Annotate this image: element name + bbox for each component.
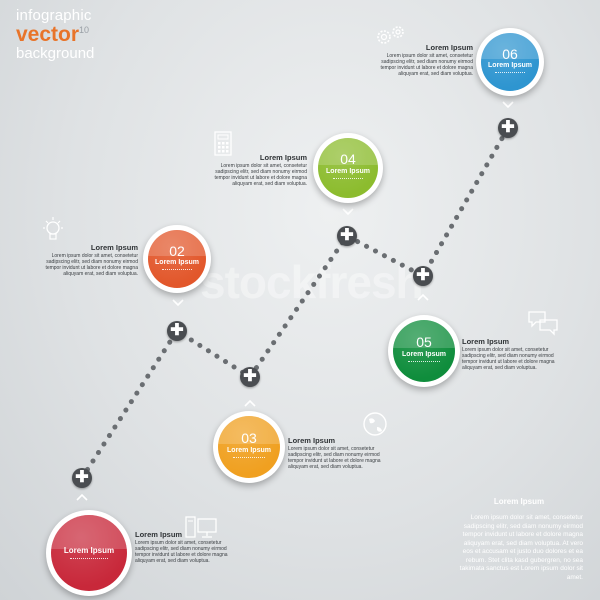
caret-down-icon-4 (342, 208, 354, 216)
speech-bubbles-icon (528, 311, 558, 336)
step-6-dots (495, 71, 525, 73)
brand-line-2: vector10 (16, 22, 94, 46)
summary-paragraph: Lorem Ipsum Lorem ipsum dolor sit amet, … (455, 497, 583, 582)
caret-down-icon-6 (502, 101, 514, 109)
step-1-fill (51, 515, 127, 591)
brand-vector-word: vector (16, 22, 80, 46)
step-4-fill (318, 138, 378, 198)
lightbulb-icon (43, 217, 63, 240)
text-block-3-body: Lorem ipsum dolor sit amet, consetetur s… (288, 446, 381, 470)
step-1-caption: Lorem Ipsum (63, 546, 115, 556)
step-circle-2[interactable]: 02 Lorem Ipsum (143, 225, 211, 293)
step-4-dots (332, 177, 364, 179)
calculator-icon (214, 131, 232, 156)
text-block-2: Lorem Ipsum Lorem ipsum dolor sit amet, … (38, 243, 138, 277)
step-3-caption: Lorem Ipsum (227, 447, 271, 454)
text-block-5-heading: Lorem Ipsum (462, 337, 510, 346)
plus-node-2[interactable]: ✚ (167, 321, 187, 341)
caret-up-icon-1 (76, 493, 88, 501)
text-block-6: Lorem Ipsum Lorem ipsum dolor sit amet, … (373, 43, 473, 77)
step-1-dots (70, 558, 108, 560)
step-6-fill (481, 33, 539, 91)
step-circle-5[interactable]: 05 Lorem Ipsum (388, 315, 460, 387)
text-block-5-body: Lorem ipsum dolor sit amet, consetetur s… (462, 347, 555, 371)
step-5-dots (408, 361, 440, 363)
step-6-caption: Lorem Ipsum (488, 62, 532, 69)
text-block-6-heading: Lorem Ipsum (425, 43, 473, 52)
text-block-1: Lorem Ipsum Lorem ipsum dolor sit amet, … (135, 530, 235, 564)
dotted-trend-line (79, 125, 511, 481)
plus-node-6[interactable]: ✚ (498, 118, 518, 138)
globe-icon (363, 412, 387, 436)
step-6-number: 06 (502, 45, 518, 62)
plus-node-1[interactable]: ✚ (72, 468, 92, 488)
text-block-2-heading: Lorem Ipsum (90, 243, 138, 252)
step-3-number: 03 (241, 429, 257, 446)
step-circle-1[interactable]: Lorem Ipsum (46, 510, 132, 596)
brand-superscript: 10 (79, 24, 90, 35)
watermark: stockfresh (200, 256, 424, 308)
gears-icon (377, 26, 404, 44)
text-block-4-heading: Lorem Ipsum (259, 153, 307, 162)
text-block-6-body: Lorem ipsum dolor sit amet, consetetur s… (380, 53, 473, 77)
text-block-1-heading: Lorem Ipsum (135, 530, 183, 539)
brand-line-1: infographic (16, 7, 92, 24)
text-block-3: Lorem Ipsum Lorem ipsum dolor sit amet, … (288, 436, 388, 470)
summary-heading: Lorem Ipsum (493, 497, 545, 506)
step-circle-3[interactable]: 03 Lorem Ipsum (213, 411, 285, 483)
step-4-number: 04 (340, 151, 356, 168)
step-2-caption: Lorem Ipsum (155, 259, 199, 266)
step-2-dots (162, 268, 192, 270)
computer-icon (185, 516, 217, 538)
step-4-caption: Lorem Ipsum (326, 168, 370, 175)
caret-down-icon-2 (172, 299, 184, 307)
text-block-1-body: Lorem ipsum dolor sit amet, consetetur s… (135, 540, 228, 564)
plus-node-3[interactable]: ✚ (240, 367, 260, 387)
text-block-2-body: Lorem ipsum dolor sit amet, consetetur s… (45, 253, 138, 277)
plus-node-5[interactable]: ✚ (413, 266, 433, 286)
text-block-3-heading: Lorem Ipsum (288, 436, 336, 445)
step-3-dots (233, 457, 265, 459)
text-block-5: Lorem Ipsum Lorem ipsum dolor sit amet, … (462, 337, 562, 371)
step-circle-4[interactable]: 04 Lorem Ipsum (313, 133, 383, 203)
caret-up-icon-3 (244, 399, 256, 407)
summary-body: Lorem ipsum dolor sit amet, consetetur s… (459, 514, 583, 581)
brand-line-3: background (16, 44, 95, 62)
text-block-4: Lorem Ipsum Lorem ipsum dolor sit amet, … (207, 153, 307, 187)
step-2-fill (148, 230, 206, 288)
step-2-number: 02 (169, 242, 185, 259)
step-5-number: 05 (416, 333, 432, 350)
step-5-fill (393, 320, 455, 382)
text-block-4-body: Lorem ipsum dolor sit amet, consetetur s… (214, 163, 307, 187)
plus-node-4[interactable]: ✚ (337, 226, 357, 246)
step-circle-6[interactable]: 06 Lorem Ipsum (476, 28, 544, 96)
brand-logo: infographic vector10 background (16, 8, 94, 62)
caret-up-icon-5 (417, 293, 429, 301)
step-3-fill (218, 416, 280, 478)
step-5-caption: Lorem Ipsum (402, 351, 446, 358)
